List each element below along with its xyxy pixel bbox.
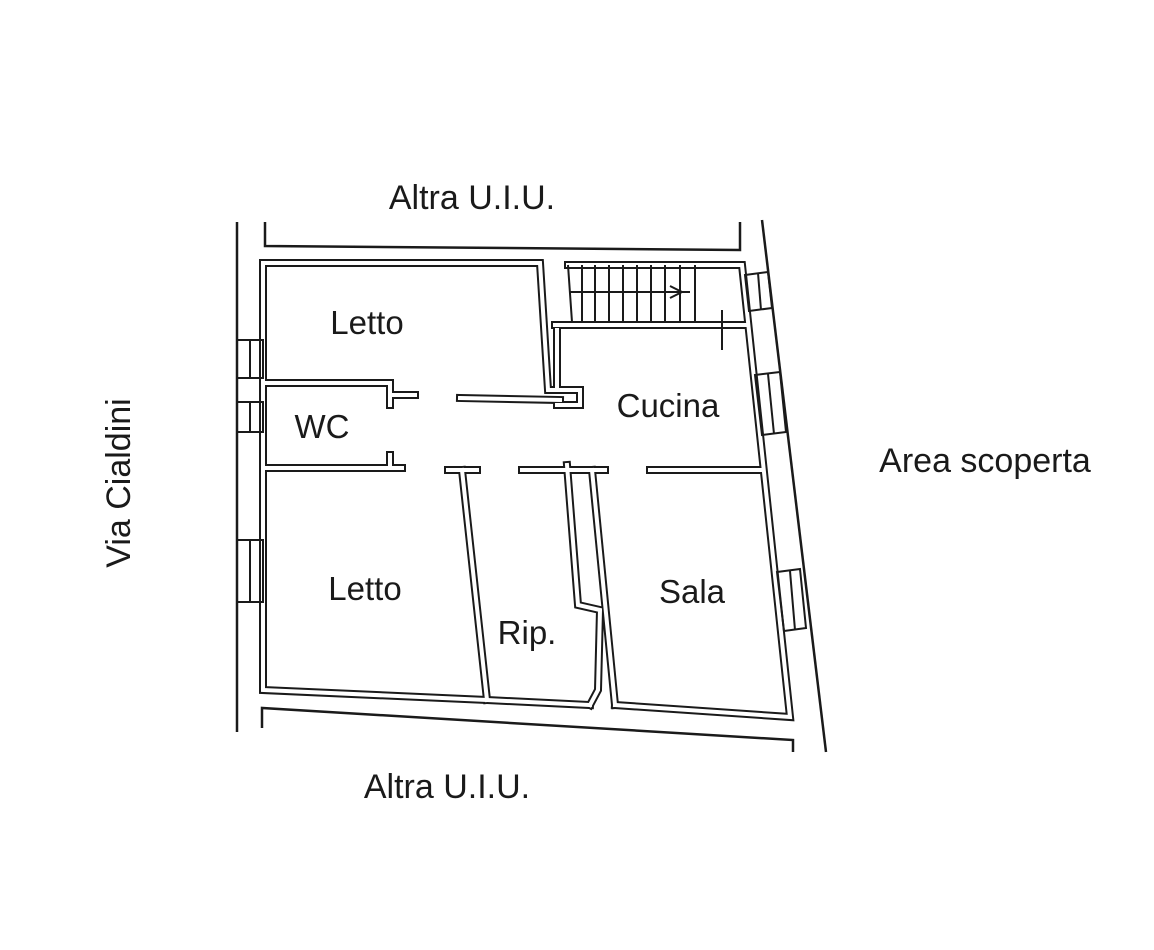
windows [236,270,808,633]
room-label-cucina: Cucina [617,387,720,424]
walls [259,259,795,722]
site-boundaries [235,219,828,753]
room-label-wc: WC [295,408,350,445]
room-label-sala: Sala [659,573,726,610]
bottom-neighbor-label: Altra U.I.U. [364,768,530,806]
room-label-letto-2: Letto [328,570,401,607]
street-label: Via Cialdini [100,398,138,567]
staircase [567,264,723,350]
open-area-label: Area scoperta [879,442,1091,480]
room-label-letto: Letto [330,304,403,341]
top-neighbor-label: Altra U.I.U. [389,179,555,217]
room-label-ripostiglio: Rip. [498,614,557,651]
